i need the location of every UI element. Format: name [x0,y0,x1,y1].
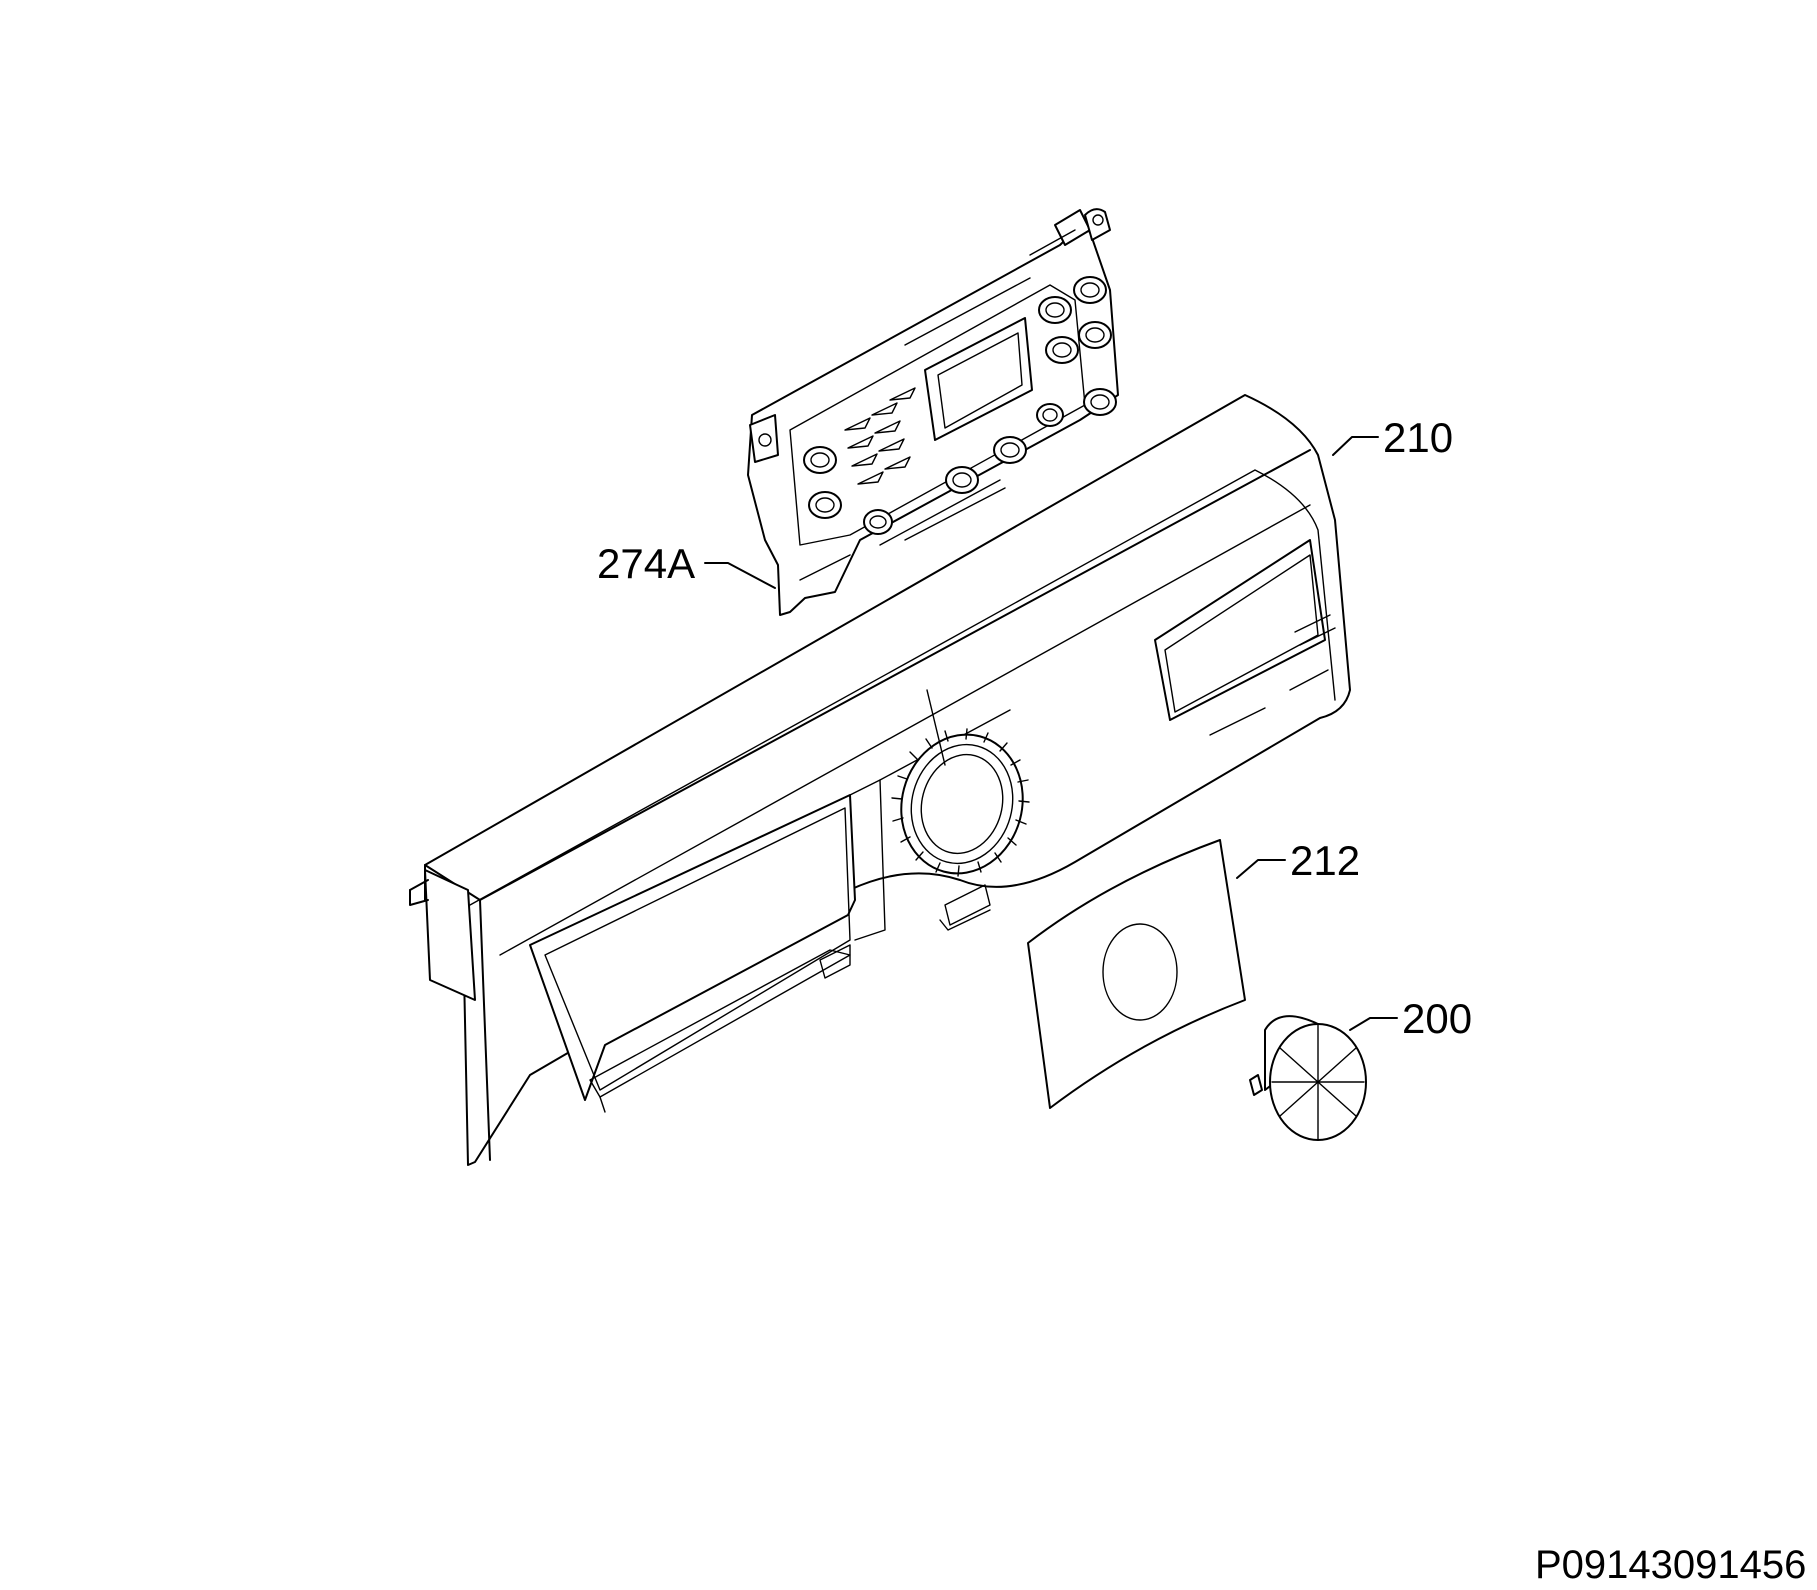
callout-label-200: 200 [1402,995,1472,1042]
callout-label-210: 210 [1383,414,1453,461]
overlay-decal-part [1027,839,1246,1109]
light-pipes [844,387,916,485]
callout-label-274a: 274A [597,540,695,587]
board-buttons [803,276,1117,535]
dial-ticks [891,728,1030,877]
callout-leaders [704,436,1398,1031]
control-panel-part [409,394,1351,1166]
knob-part [1249,1015,1367,1141]
electronic-board-part [747,208,1119,616]
document-id: P09143091456 [1535,1543,1806,1587]
callout-label-212: 212 [1290,837,1360,884]
